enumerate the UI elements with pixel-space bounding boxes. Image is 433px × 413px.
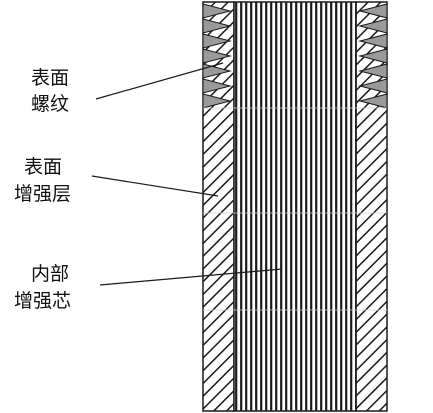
thread-tooth [358,18,388,34]
label-surface-layer-line-2: 增强层 [14,183,72,205]
label-surface-layer-line-1: 表面 [24,156,63,178]
thread-tooth [358,33,388,49]
thread-tooth [358,3,388,19]
thread-tooth [202,48,232,64]
leader-line-surface-thread [95,62,224,100]
thread-tooth [358,93,388,109]
label-surface-thread-line-2: 螺纹 [31,93,70,115]
inner-core [233,1,357,412]
surface-thread-left [202,3,232,109]
label-inner-core-line-2: 增强芯 [14,290,72,312]
thread-tooth [358,48,388,64]
surface-thread-right [358,3,388,109]
thread-tooth [202,63,232,79]
thread-tooth [202,3,232,19]
leader-line-inner-core [99,268,283,286]
thread-tooth [202,78,232,94]
leader-line-surface-layer [91,175,219,197]
surface-layer-left [202,1,235,412]
surface-layer-right [355,1,388,412]
thread-tooth [202,33,232,49]
thread-tooth [358,78,388,94]
label-inner-core-line-1: 内部 [31,263,70,285]
thread-tooth [202,18,232,34]
thread-tooth [358,63,388,79]
label-surface-thread-line-1: 表面 [31,67,70,89]
thread-tooth [202,93,232,109]
